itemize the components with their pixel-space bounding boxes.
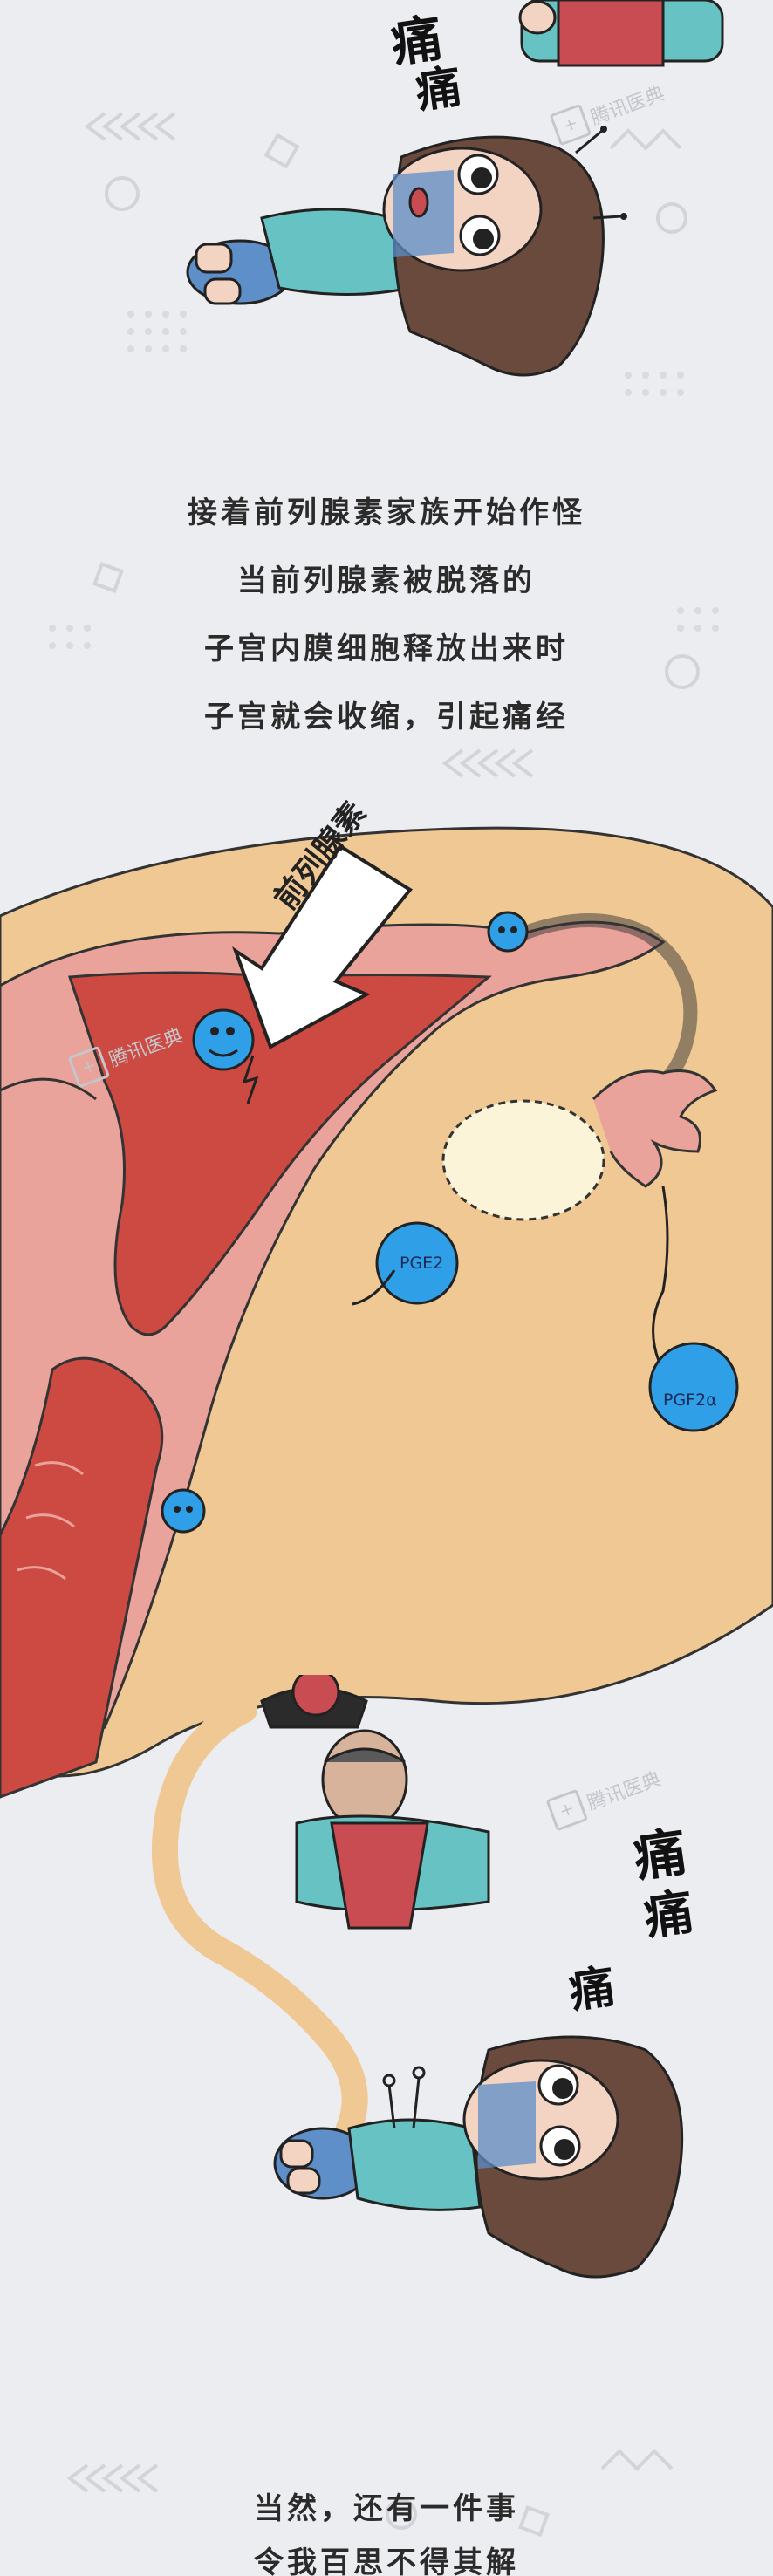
bottom-line: 当然，还有一件事 (254, 2491, 519, 2526)
caption-line: 子宫内膜细胞释放出来时 (204, 632, 569, 666)
caption-line: 子宫就会收缩，引起痛经 (204, 700, 569, 735)
girl-lying-illustration-top (186, 0, 724, 377)
bottom-line: 令我百思不得其解 (254, 2545, 519, 2576)
molecule-label-pgf2a: PGF2α (663, 1390, 717, 1410)
molecule-label-pge2: PGE2 (400, 1254, 444, 1273)
pain-text: 痛 (412, 59, 465, 120)
caption-line: 接着前列腺素家族开始作怪 (188, 495, 585, 530)
pain-text: 痛 (640, 1882, 697, 1947)
uterus-illustration (0, 826, 773, 1799)
characters-illustration-bottom (151, 1675, 684, 2279)
caption-line: 当前列腺素被脱落的 (237, 564, 536, 598)
pain-text: 痛 (565, 1959, 619, 2019)
